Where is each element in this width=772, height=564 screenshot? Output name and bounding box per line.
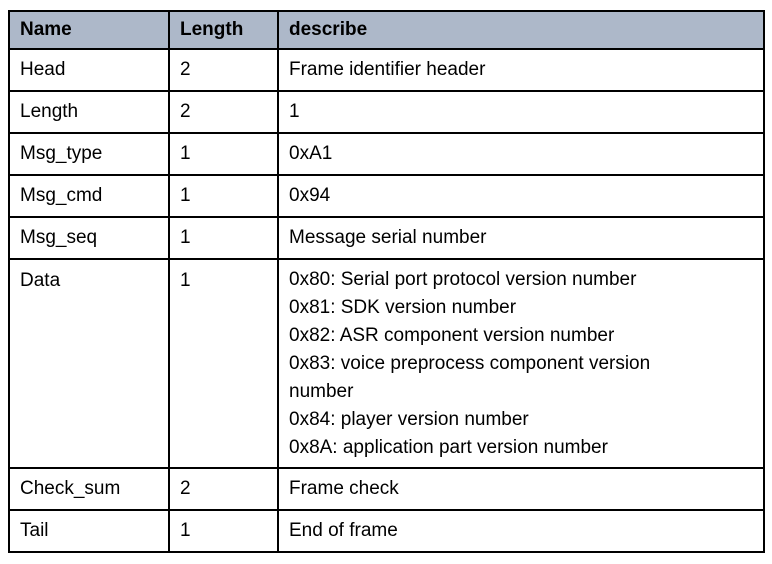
cell-describe: 0xA1	[277, 132, 765, 176]
cell-name: Data	[8, 258, 170, 469]
cell-name: Length	[8, 90, 170, 134]
describe-line: 0x80: Serial port protocol version numbe…	[289, 268, 637, 290]
cell-describe: 0x94	[277, 174, 765, 218]
table-row-check-sum: Check_sum 2 Frame check	[8, 467, 765, 511]
table-header: Name Length describe	[8, 10, 765, 50]
column-header-length: Length	[168, 10, 279, 50]
cell-describe: 1	[277, 90, 765, 134]
table-row-msg-cmd: Msg_cmd 1 0x94	[8, 174, 765, 218]
cell-length: 1	[168, 174, 279, 218]
cell-length: 1	[168, 258, 279, 469]
cell-describe: 0x80: Serial port protocol version numbe…	[277, 258, 765, 469]
column-header-describe: describe	[277, 10, 765, 50]
table-row-tail: Tail 1 End of frame	[8, 509, 765, 553]
cell-name: Msg_cmd	[8, 174, 170, 218]
table-row-data: Data 1 0x80: Serial port protocol versio…	[8, 258, 765, 469]
cell-name: Tail	[8, 509, 170, 553]
cell-describe: End of frame	[277, 509, 765, 553]
data-describe-lines: 0x80: Serial port protocol version numbe…	[289, 266, 689, 462]
table-row-head: Head 2 Frame identifier header	[8, 48, 765, 92]
cell-length: 2	[168, 48, 279, 92]
describe-line: 0x82: ASR component version number	[289, 324, 615, 346]
describe-line: 0x83: voice preprocess component version…	[289, 352, 651, 402]
cell-length: 1	[168, 132, 279, 176]
cell-length: 1	[168, 509, 279, 553]
protocol-frame-table: Name Length describe Head 2 Frame identi…	[8, 10, 765, 553]
cell-describe: Frame check	[277, 467, 765, 511]
cell-length: 1	[168, 216, 279, 260]
cell-length: 2	[168, 90, 279, 134]
cell-name: Head	[8, 48, 170, 92]
cell-name: Msg_seq	[8, 216, 170, 260]
cell-describe: Message serial number	[277, 216, 765, 260]
header-row: Name Length describe	[8, 10, 765, 50]
table-row-msg-type: Msg_type 1 0xA1	[8, 132, 765, 176]
describe-line: 0x84: player version number	[289, 408, 529, 430]
describe-line: 0x81: SDK version number	[289, 296, 517, 318]
cell-describe: Frame identifier header	[277, 48, 765, 92]
column-header-name: Name	[8, 10, 170, 50]
cell-length: 2	[168, 467, 279, 511]
cell-name: Check_sum	[8, 467, 170, 511]
describe-line: 0x8A: application part version number	[289, 436, 608, 458]
table-row-msg-seq: Msg_seq 1 Message serial number	[8, 216, 765, 260]
cell-name: Msg_type	[8, 132, 170, 176]
table-row-length: Length 2 1	[8, 90, 765, 134]
